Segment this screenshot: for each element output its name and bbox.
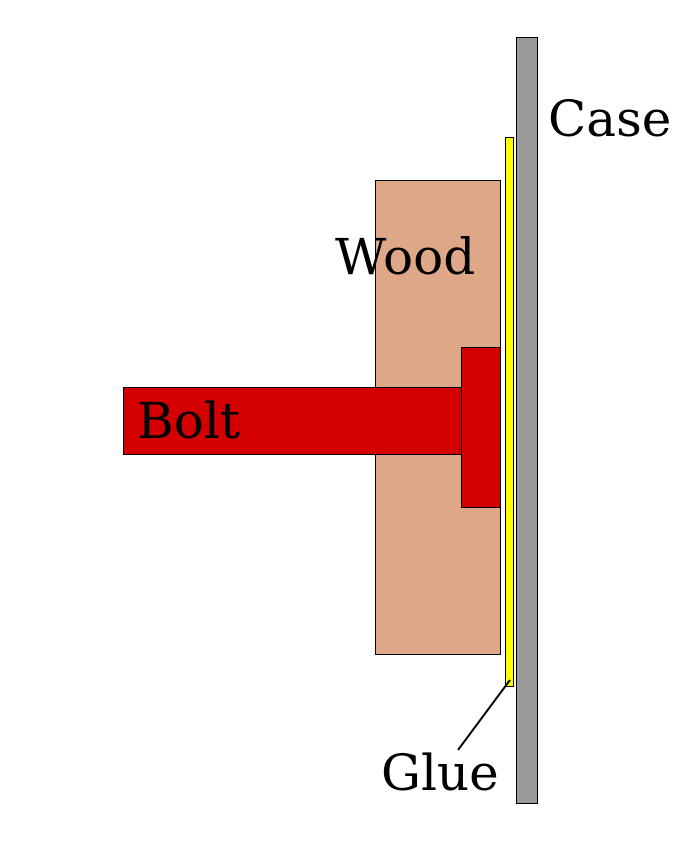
- wood-label: Wood: [335, 228, 475, 286]
- glue-leader-line: [457, 679, 511, 751]
- glue-layer: [505, 137, 514, 687]
- case-panel: [516, 37, 538, 804]
- case-label: Case: [548, 90, 671, 148]
- bolt-head: [461, 347, 501, 508]
- glue-label: Glue: [381, 744, 499, 802]
- bolt-label: Bolt: [137, 392, 240, 450]
- bolt-shaft: [123, 387, 464, 455]
